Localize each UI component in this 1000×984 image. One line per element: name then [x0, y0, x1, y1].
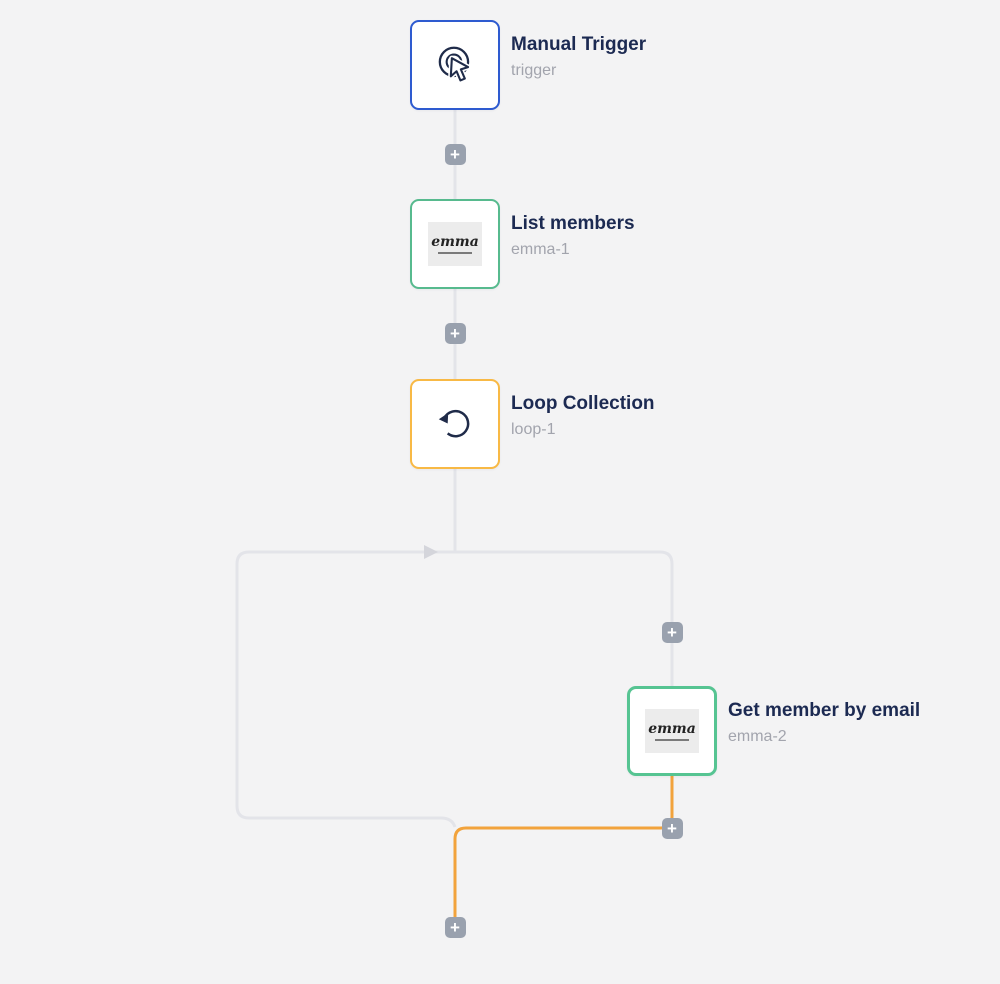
active-wire-emma2-to-end: [453, 776, 674, 917]
node-box-get-member-by-email[interactable]: emma: [627, 686, 717, 776]
manual-trigger-icon: [438, 46, 471, 84]
node-title: List members: [511, 213, 635, 234]
add-step-after-loop-button[interactable]: +: [444, 917, 466, 938]
node-manual-trigger[interactable]: Manual Trigger trigger: [410, 20, 646, 110]
loop-icon: [438, 409, 470, 438]
node-subtitle: trigger: [511, 62, 557, 79]
node-box-manual-trigger[interactable]: [410, 20, 500, 110]
node-get-member-by-email[interactable]: emma Get member by email emma-2: [627, 686, 920, 776]
node-box-list-members[interactable]: emma: [410, 199, 500, 289]
node-title: Loop Collection: [511, 393, 655, 414]
node-subtitle: loop-1: [511, 421, 556, 438]
loop-return-wire-left: [235, 550, 457, 828]
add-step-after-emma-2-button[interactable]: +: [661, 817, 683, 839]
node-box-loop-collection[interactable]: [410, 379, 500, 469]
add-step-after-trigger-button[interactable]: +: [444, 144, 466, 165]
node-list-members[interactable]: emma List members emma-1: [410, 199, 635, 289]
emma-logo-text: emma: [431, 233, 479, 250]
emma-logo-tagline: [438, 251, 472, 254]
loop-direction-arrow: [424, 545, 438, 559]
emma-logo-tagline: [655, 738, 689, 741]
node-label-manual-trigger: Manual Trigger trigger: [511, 32, 646, 81]
node-subtitle: emma-1: [511, 241, 570, 258]
node-title: Manual Trigger: [511, 34, 647, 55]
emma-logo: emma: [645, 709, 699, 753]
node-label-list-members: List members emma-1: [511, 211, 635, 260]
node-subtitle: emma-2: [728, 728, 787, 745]
node-label-get-member-by-email: Get member by email emma-2: [728, 698, 920, 747]
add-step-inside-loop-button[interactable]: +: [661, 622, 683, 643]
node-title: Get member by email: [728, 700, 921, 721]
node-label-loop-collection: Loop Collection loop-1: [511, 391, 655, 440]
emma-logo: emma: [428, 222, 482, 266]
emma-logo-text: emma: [648, 720, 696, 737]
loop-branch-wire-right: [455, 550, 674, 686]
add-step-after-emma-1-button[interactable]: +: [444, 323, 466, 344]
node-loop-collection[interactable]: Loop Collection loop-1: [410, 379, 655, 469]
